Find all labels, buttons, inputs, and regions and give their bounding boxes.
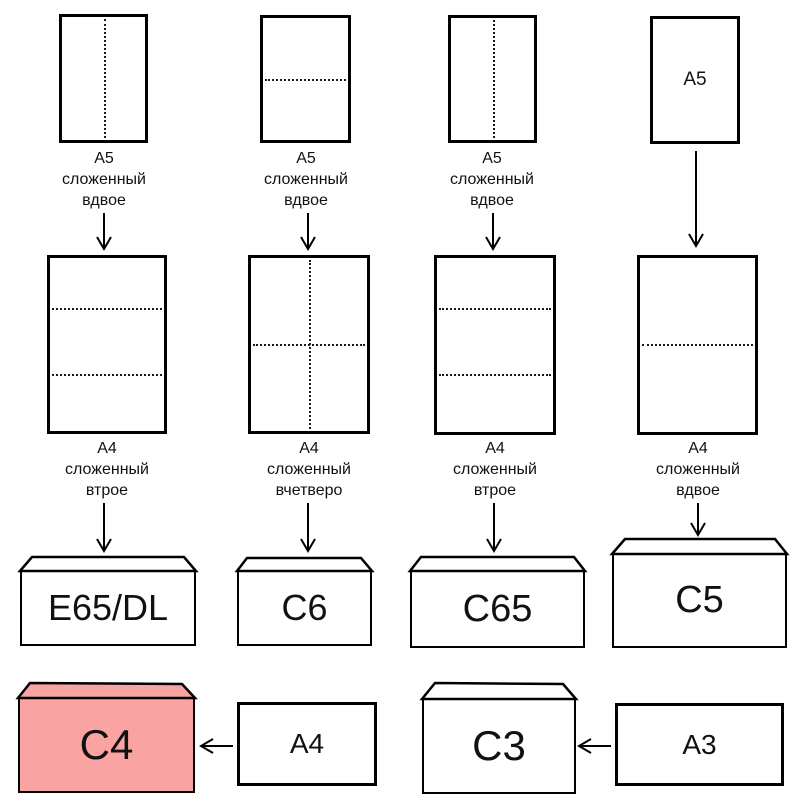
- arrow-down-icon: [486, 503, 502, 553]
- paper-a4-fold-quarters: [248, 255, 370, 434]
- fold-line-vertical: [104, 19, 106, 138]
- arrow-down-icon: [688, 151, 704, 248]
- caption-line: сложенный: [267, 461, 351, 478]
- caption-line: вдвое: [676, 482, 720, 499]
- caption-line: втрое: [473, 482, 517, 499]
- paper-a5-label: A5: [683, 69, 707, 90]
- paper-a5-plain: A5: [650, 16, 740, 144]
- envelope-c3-flap: [419, 681, 579, 701]
- caption-line: вдвое: [284, 192, 328, 209]
- caption-line: сложенный: [62, 171, 146, 188]
- caption-a4-col2: A4 сложенный вчетверо: [224, 438, 394, 501]
- envelope-e65dl-label: E65/DL: [47, 587, 169, 628]
- caption-line: A4: [485, 440, 505, 457]
- envelope-c5-label: C5: [675, 579, 724, 621]
- caption-line: втрое: [85, 482, 129, 499]
- envelope-c65: C65: [410, 570, 585, 648]
- paper-a5-fold-horizontal: [260, 15, 351, 143]
- envelope-c65-flap: [407, 555, 588, 573]
- caption-line: вчетверо: [275, 482, 343, 499]
- paper-a4-fold-thirds-2: [434, 255, 556, 435]
- arrow-left-icon: [199, 738, 233, 754]
- arrow-down-icon: [485, 213, 501, 251]
- arrow-down-icon: [96, 213, 112, 251]
- caption-a4-col4: A4 сложенный вдвое: [613, 438, 783, 501]
- fold-line-horizontal: [52, 308, 162, 310]
- fold-line-horizontal: [52, 374, 162, 376]
- caption-line: вдвое: [82, 192, 126, 209]
- fold-line-horizontal: [265, 79, 346, 81]
- fold-line-horizontal: [439, 308, 551, 310]
- caption-line: сложенный: [65, 461, 149, 478]
- caption-line: вдвое: [470, 192, 514, 209]
- envelope-c6: C6: [237, 570, 372, 646]
- envelope-c5: C5: [612, 553, 787, 648]
- paper-a5-fold-vertical-2: [448, 15, 537, 143]
- paper-a3-source: A3: [615, 703, 784, 786]
- arrow-down-icon: [690, 503, 706, 537]
- envelope-e65dl-flap: [17, 555, 199, 573]
- caption-line: A5: [482, 150, 502, 167]
- caption-line: A4: [97, 440, 117, 457]
- caption-line: A4: [299, 440, 319, 457]
- caption-a5-col1: A5 сложенный вдвое: [19, 148, 189, 211]
- paper-a4-source-label: A4: [289, 728, 325, 759]
- envelope-c5-flap: [609, 537, 790, 556]
- caption-a5-col3: A5 сложенный вдвое: [407, 148, 577, 211]
- envelope-c4-label: C4: [79, 721, 134, 768]
- arrow-down-icon: [96, 503, 112, 553]
- fold-line-horizontal: [439, 374, 551, 376]
- envelope-c3: C3: [422, 698, 576, 794]
- arrow-left-icon: [577, 738, 611, 754]
- caption-a4-col1: A4 сложенный втрое: [22, 438, 192, 501]
- fold-line-horizontal: [642, 344, 753, 346]
- caption-a5-col2: A5 сложенный вдвое: [221, 148, 391, 211]
- paper-a3-source-label: A3: [682, 728, 717, 760]
- caption-line: A5: [296, 150, 316, 167]
- paper-a4-fold-half: [637, 255, 758, 435]
- paper-a4-source: A4: [237, 702, 377, 786]
- fold-line-vertical: [493, 20, 495, 138]
- arrow-down-icon: [300, 503, 316, 553]
- envelope-c6-label: C6: [281, 587, 328, 628]
- caption-line: A4: [688, 440, 708, 457]
- paper-a4-fold-thirds-1: [47, 255, 167, 434]
- caption-line: сложенный: [450, 171, 534, 188]
- envelope-c65-label: C65: [462, 587, 533, 630]
- envelope-e65dl: E65/DL: [20, 570, 196, 646]
- paper-a5-fold-vertical-1: [59, 14, 148, 143]
- arrow-down-icon: [300, 213, 316, 251]
- fold-line-horizontal: [253, 344, 365, 346]
- caption-a4-col3: A4 сложенный втрое: [410, 438, 580, 501]
- caption-line: сложенный: [453, 461, 537, 478]
- caption-line: сложенный: [264, 171, 348, 188]
- envelope-c3-label: C3: [472, 722, 526, 769]
- envelope-c4: C4: [18, 697, 195, 793]
- envelope-c4-flap: [15, 681, 198, 700]
- caption-line: сложенный: [656, 461, 740, 478]
- caption-line: A5: [94, 150, 114, 167]
